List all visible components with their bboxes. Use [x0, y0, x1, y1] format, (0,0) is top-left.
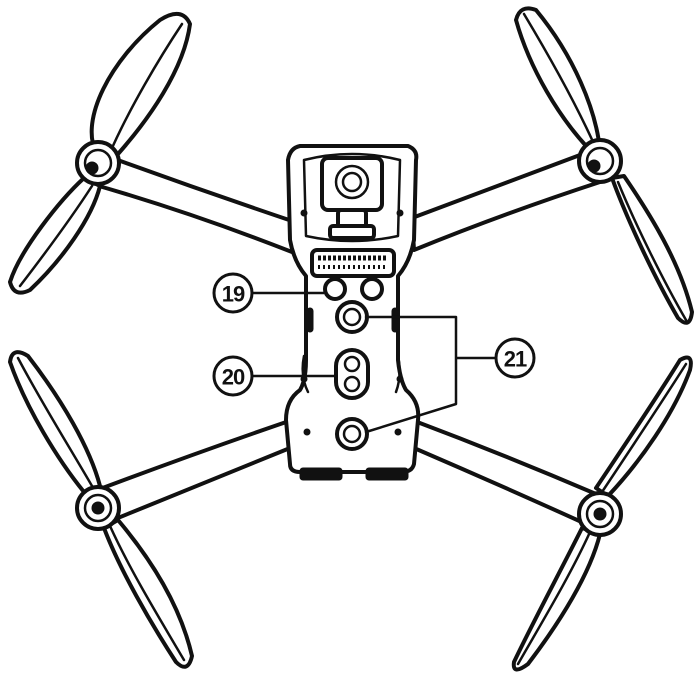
motor-rear-left: [75, 485, 121, 531]
callout-20: 20: [212, 355, 254, 397]
arm-front-right: [410, 150, 602, 252]
gimbal-lens: [334, 164, 370, 200]
motor-front-left: [75, 140, 121, 186]
downward-sensor-right: [360, 277, 384, 301]
side-slot-right: [391, 307, 399, 333]
leader-21: [364, 315, 458, 434]
callout-21-label: 21: [504, 347, 527, 372]
arms: [90, 150, 602, 526]
callout-19-label: 19: [222, 282, 245, 307]
callout-19: 19: [212, 272, 254, 314]
leader-lines: [252, 291, 496, 434]
bottom-light-upper: [335, 300, 369, 334]
propeller-front-right: [514, 6, 694, 325]
side-slot-left: [306, 307, 314, 333]
gimbal-bay: [302, 152, 402, 243]
arm-rear-right: [410, 418, 598, 526]
callout-20-label: 20: [222, 365, 245, 390]
drone-body: [284, 144, 421, 481]
propeller-front-left: [8, 12, 192, 295]
propeller-rear-left: [8, 350, 194, 669]
downward-sensor-left: [323, 277, 347, 301]
arm-front-left: [90, 153, 297, 254]
arm-rear-left: [90, 418, 294, 524]
foot-left: [299, 467, 343, 481]
bottom-light-lower: [335, 417, 369, 451]
callout-21: 21: [494, 337, 536, 379]
motor-rear-right: [577, 491, 623, 537]
foot-right: [365, 467, 409, 481]
motor-front-right: [577, 138, 623, 184]
vent-grille: [310, 248, 396, 278]
propeller-rear-right: [511, 355, 693, 672]
